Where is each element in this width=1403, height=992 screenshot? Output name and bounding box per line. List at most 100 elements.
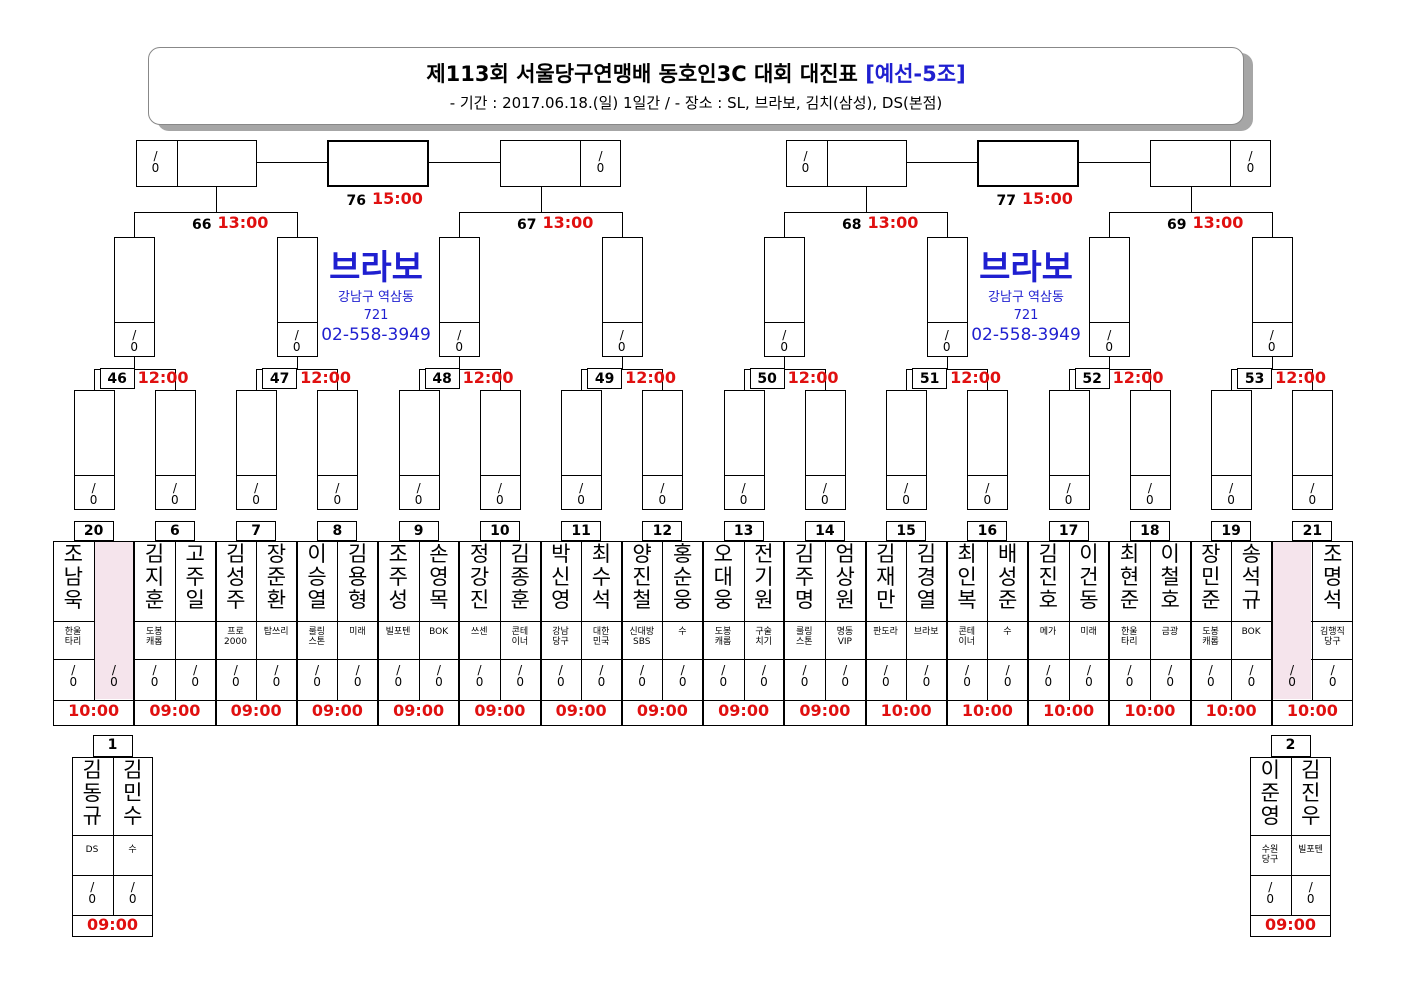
score-cell[interactable]: / 0 (333, 481, 342, 507)
bracket-line (296, 659, 378, 660)
bracket-line (926, 322, 968, 323)
score-cell[interactable]: / 0 (1306, 880, 1315, 906)
score-cell[interactable]: / 0 (252, 481, 260, 507)
bracket-line (906, 369, 908, 390)
bracket-line (601, 322, 643, 323)
bracket-line (1271, 357, 1273, 369)
match-number-tab (92, 735, 133, 757)
bracket-line (398, 475, 440, 476)
score-cell[interactable]: / 0 (88, 880, 97, 906)
score-cell[interactable]: / 0 (151, 149, 160, 175)
score-cell[interactable]: / 0 (313, 663, 321, 689)
score-cell[interactable]: / 0 (821, 481, 829, 507)
score-cell[interactable]: / 0 (1064, 481, 1073, 507)
score-cell[interactable]: / 0 (963, 663, 971, 689)
score-cell[interactable]: / 0 (496, 481, 504, 507)
final-number: 77 (996, 193, 1016, 209)
score-cell[interactable]: / 0 (1267, 328, 1276, 354)
score-cell[interactable]: / 0 (617, 328, 626, 354)
score-cell[interactable]: / 0 (719, 663, 728, 689)
score-cell[interactable]: / 0 (272, 663, 281, 689)
player-club: 룰링 스톤 (795, 627, 813, 647)
score-cell[interactable]: / 0 (1246, 149, 1255, 175)
score-cell[interactable]: / 0 (638, 663, 646, 689)
score-cell[interactable]: / 0 (841, 663, 849, 689)
score-cell[interactable]: / 0 (983, 481, 992, 507)
score-cell[interactable]: / 0 (353, 663, 362, 689)
score-cell[interactable]: / 0 (191, 663, 199, 689)
score-cell[interactable]: / 0 (1085, 663, 1093, 689)
score-cell[interactable]: / 0 (130, 328, 139, 354)
bracket-line (134, 212, 136, 237)
quarter-number: 51 (919, 371, 940, 387)
quarter-number-tab (587, 368, 623, 389)
bracket-line (1028, 659, 1110, 660)
player-name: 송석규 (1241, 542, 1262, 612)
score-cell[interactable]: / 0 (942, 328, 951, 354)
score-cell[interactable]: / 0 (1308, 481, 1317, 507)
score-cell[interactable]: / 0 (1328, 663, 1337, 689)
bracket-line (134, 357, 136, 369)
score-cell[interactable]: / 0 (455, 328, 464, 354)
score-cell[interactable]: / 0 (171, 481, 179, 507)
bracket-line (865, 659, 947, 660)
quarter-number: 47 (269, 371, 290, 387)
score-cell[interactable]: / 0 (1206, 663, 1215, 689)
score-cell[interactable]: / 0 (414, 481, 423, 507)
match-number: 16 (977, 523, 998, 539)
match-time: 10:00 (1205, 701, 1257, 720)
bracket-line (540, 187, 542, 212)
bracket-line (826, 140, 828, 187)
match-number: 2 (1285, 737, 1296, 753)
player-name: 최현준 (1119, 542, 1140, 612)
score-cell[interactable]: / 0 (1227, 481, 1235, 507)
score-cell[interactable]: / 0 (739, 481, 748, 507)
score-cell[interactable]: / 0 (435, 663, 443, 689)
score-cell[interactable]: / 0 (292, 328, 301, 354)
bracket-line (378, 700, 460, 701)
score-cell[interactable]: / 0 (150, 663, 159, 689)
score-cell[interactable]: / 0 (881, 663, 890, 689)
score-cell[interactable]: / 0 (69, 663, 78, 689)
score-cell[interactable]: / 0 (902, 481, 910, 507)
bracket-line (784, 700, 866, 701)
score-cell[interactable]: / 0 (1125, 663, 1134, 689)
player-name: 최인복 (957, 542, 977, 612)
score-cell[interactable]: / 0 (801, 149, 810, 175)
score-cell[interactable]: / 0 (780, 328, 789, 354)
score-cell[interactable]: / 0 (658, 481, 667, 507)
final-time: 15:00 (1022, 189, 1073, 208)
score-cell[interactable]: / 0 (800, 663, 809, 689)
score-cell[interactable]: / 0 (1166, 663, 1174, 689)
score-cell[interactable]: / 0 (1044, 663, 1053, 689)
score-cell[interactable]: / 0 (516, 663, 524, 689)
score-cell[interactable]: / 0 (596, 149, 605, 175)
bracket-line (317, 475, 359, 476)
winner-slot (926, 237, 968, 357)
score-cell[interactable]: / 0 (597, 663, 606, 689)
score-cell[interactable]: / 0 (1146, 481, 1154, 507)
score-cell[interactable]: / 0 (110, 663, 118, 689)
player-name: 김진호 (1038, 542, 1058, 612)
score-cell[interactable]: / 0 (1288, 663, 1296, 689)
score-cell[interactable]: / 0 (1247, 663, 1256, 689)
match-time: 10:00 (961, 701, 1013, 720)
winner-slot (398, 390, 440, 510)
score-cell[interactable]: / 0 (577, 481, 585, 507)
quarter-time: 12:00 (787, 368, 839, 387)
score-cell[interactable]: / 0 (89, 481, 98, 507)
score-cell[interactable]: / 0 (128, 880, 137, 906)
score-cell[interactable]: / 0 (556, 663, 565, 689)
score-cell[interactable]: / 0 (231, 663, 240, 689)
score-cell[interactable]: / 0 (1003, 663, 1012, 689)
score-cell[interactable]: / 0 (475, 663, 484, 689)
score-cell[interactable]: / 0 (394, 663, 403, 689)
player-club: 탑쓰리 (263, 627, 289, 637)
score-cell[interactable]: / 0 (922, 663, 931, 689)
bracket-line (784, 212, 947, 213)
player-club: 수 (1003, 627, 1012, 637)
score-cell[interactable]: / 0 (760, 663, 768, 689)
score-cell[interactable]: / 0 (1266, 880, 1275, 906)
score-cell[interactable]: / 0 (1105, 328, 1114, 354)
score-cell[interactable]: / 0 (678, 663, 687, 689)
